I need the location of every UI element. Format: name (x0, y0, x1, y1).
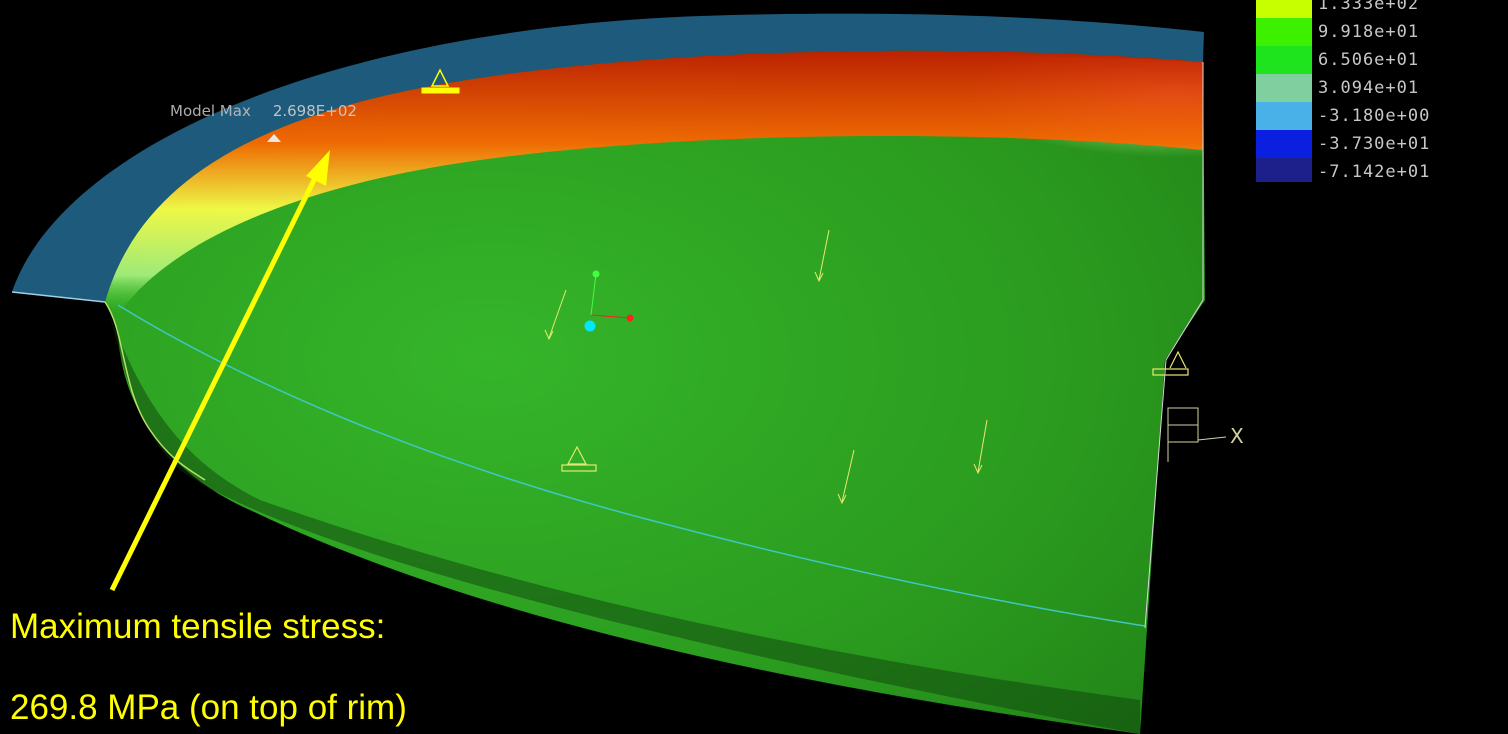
load-arrow-icon (544, 229, 988, 505)
legend-value: -3.730e+01 (1318, 134, 1431, 154)
callout-line-2: 269.8 MPa (on top of rim) (10, 688, 407, 727)
model-max-readout: Model Max 2.698E+02 (170, 102, 357, 120)
flange-edge-line (11, 291, 106, 303)
callout-arrow (109, 150, 330, 592)
stress-color-legend: 1.333e+02 9.918e+01 6.506e+01 3.094e+01 … (1256, 0, 1508, 182)
axis-x-label: X (1230, 424, 1244, 448)
shell-shadow (105, 302, 1140, 734)
legend-value: 9.918e+01 (1318, 22, 1420, 42)
model-max-value: 2.698E+02 (272, 102, 357, 120)
legend-value: -3.180e+00 (1318, 106, 1431, 126)
inner-profile-line (104, 301, 206, 481)
legend-value: -7.142e+01 (1318, 162, 1431, 182)
legend-color-bar (1256, 0, 1312, 182)
callout-line-1: Maximum tensile stress: (10, 607, 386, 646)
legend-value: 6.506e+01 (1318, 50, 1420, 70)
model-max-marker (267, 134, 281, 142)
global-axis-icon (1167, 407, 1227, 462)
legend-value: 3.094e+01 (1318, 78, 1420, 98)
right-edge-line (1144, 62, 1204, 629)
rim-stress-band (105, 50, 1203, 315)
coordinate-triad-icon (584, 270, 634, 332)
mesh-boundary-line (117, 304, 1146, 627)
flange-surface (12, 13, 1204, 302)
constraint-marker-right (1152, 350, 1189, 376)
constraint-marker-top (421, 68, 460, 94)
legend-value: 1.333e+02 (1318, 0, 1420, 14)
model-max-label: Model Max (170, 102, 251, 120)
constraint-marker-center (561, 445, 597, 472)
shell-surface (105, 50, 1205, 734)
